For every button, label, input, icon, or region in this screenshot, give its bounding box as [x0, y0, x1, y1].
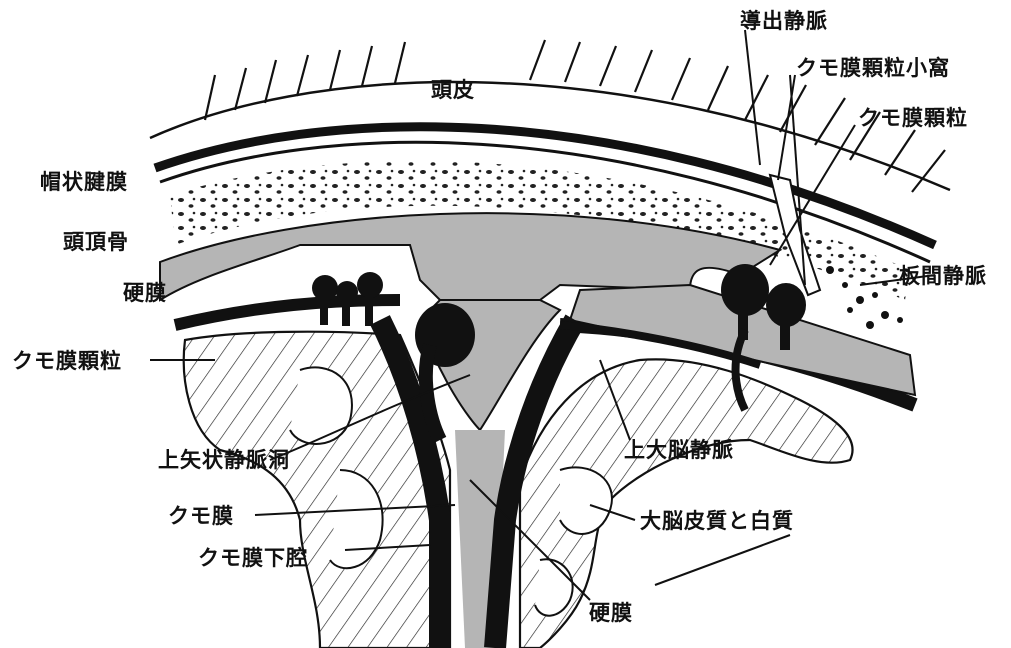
label-parietal-bone: 頭頂骨: [63, 232, 129, 253]
label-superior-sagittal-sinus: 上矢状静脈洞: [158, 450, 290, 471]
label-subarachnoid-space: クモ膜下腔: [198, 548, 308, 569]
label-arachnoid-granulation-left: クモ膜顆粒: [12, 351, 122, 372]
label-arachnoid-granulation-right: クモ膜顆粒: [858, 108, 968, 129]
label-diploic-vein: 板間静脈: [899, 266, 987, 287]
label-galea: 帽状腱膜: [40, 172, 128, 193]
label-emissary-vein: 導出静脈: [740, 11, 828, 32]
label-granular-foveola: クモ膜顆粒小窩: [796, 58, 950, 79]
label-arachnoid: クモ膜: [168, 506, 234, 527]
label-dura-left: 硬膜: [123, 283, 167, 304]
label-scalp: 頭皮: [431, 80, 475, 101]
label-dura-bottom: 硬膜: [589, 603, 633, 624]
label-superior-cerebral-vein: 上大脳静脈: [624, 440, 734, 461]
label-cortex-white-matter: 大脳皮質と白質: [640, 511, 794, 532]
